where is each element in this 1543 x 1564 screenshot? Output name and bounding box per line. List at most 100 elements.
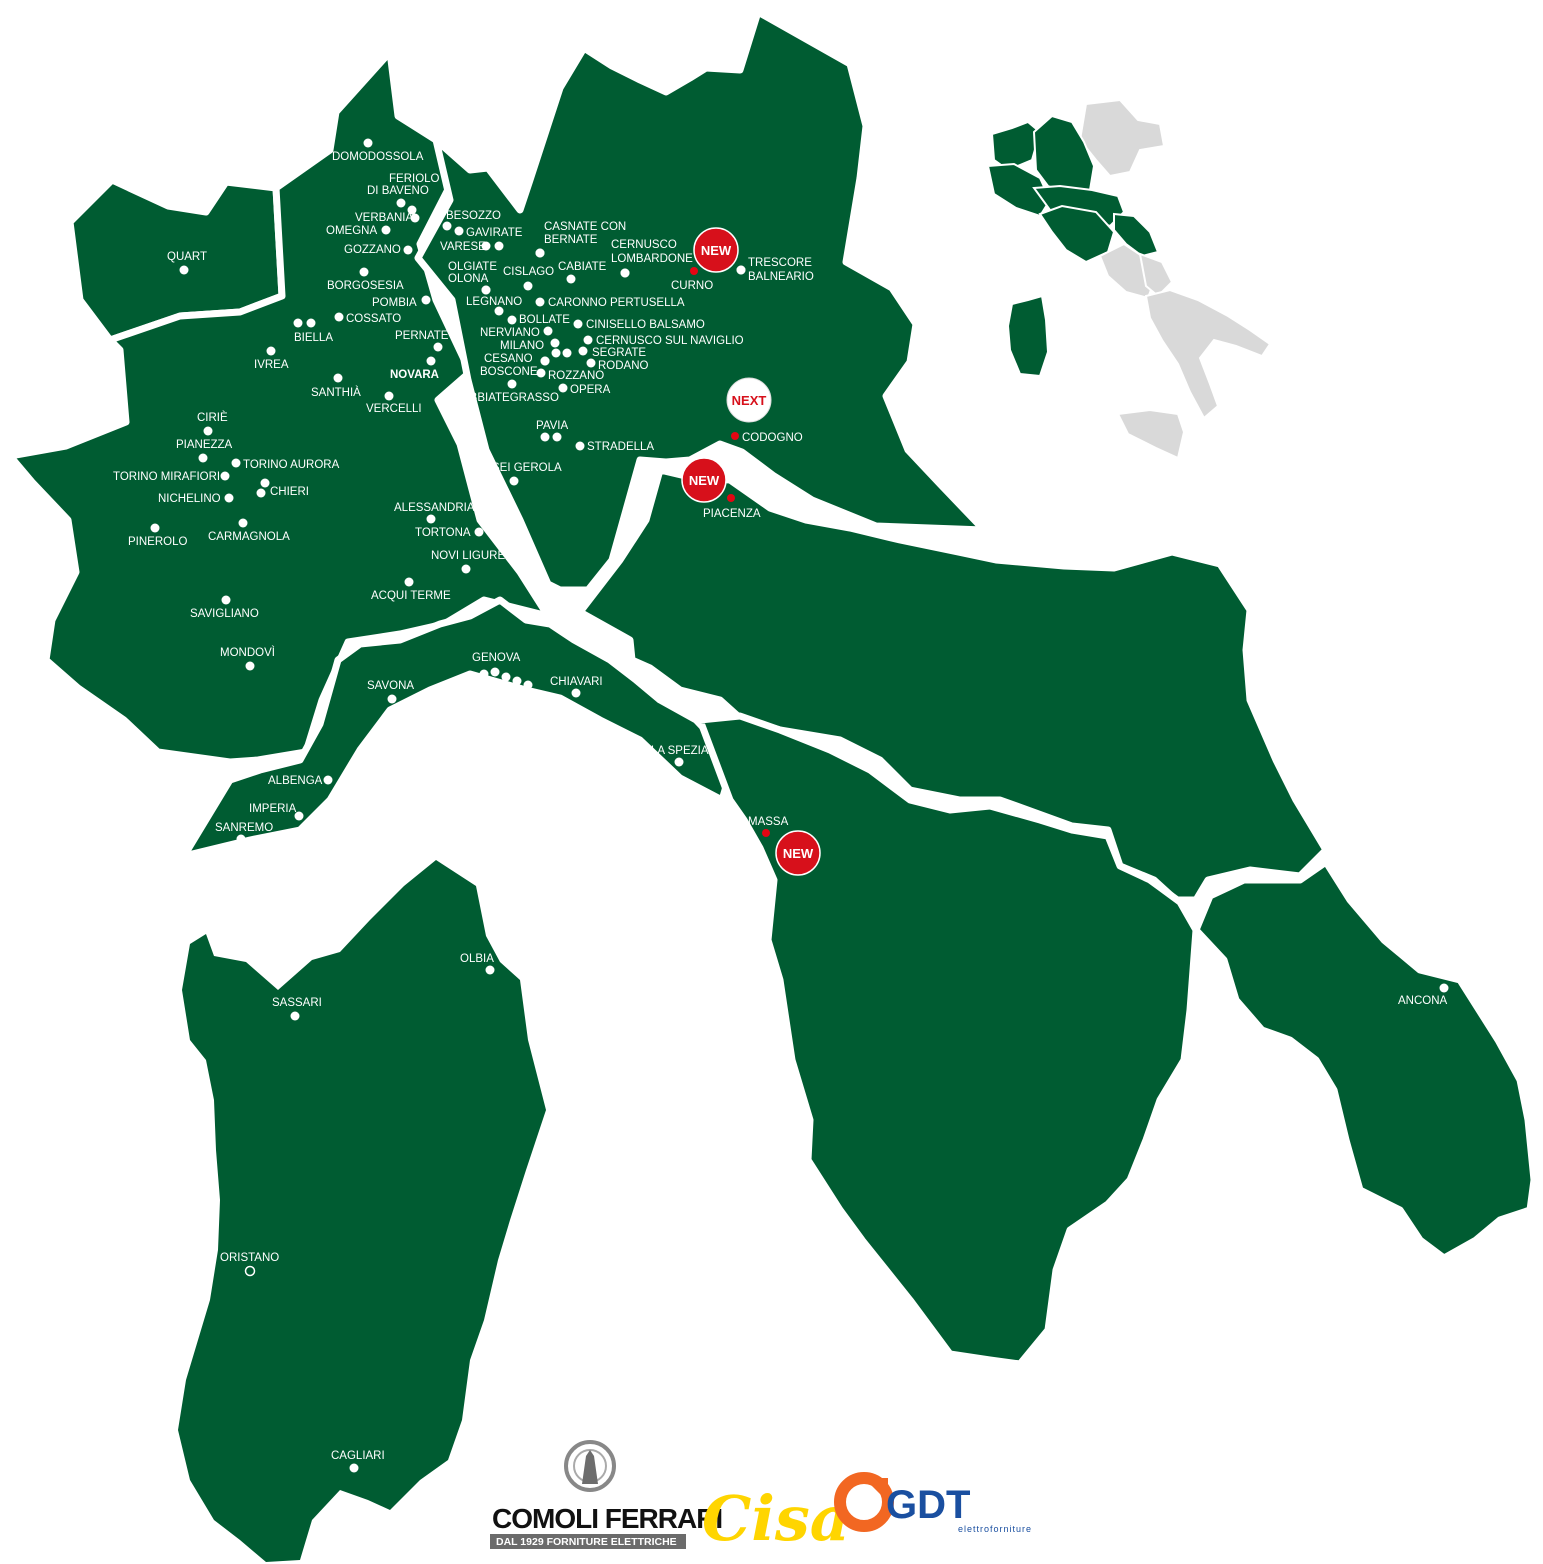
city-label: SASSARI [272,997,322,1009]
city-label: PIACENZA [703,508,761,520]
city-label: DI BAVENO [367,185,429,197]
city-dot [461,564,471,574]
city-label: CERNUSCO SUL NAVIGLIO [596,335,744,347]
city-label: BOLLATE [519,314,570,326]
city-label: CASEI GEROLA [476,462,562,474]
comoli-ferrari-emblem-icon [564,1440,616,1492]
city-label: SAVIGLIANO [190,608,259,620]
city-dot [333,373,343,383]
city-dot [583,335,593,345]
city-label: NOVI LIGURE [431,550,505,562]
city-dot [236,834,246,844]
city-dot [586,358,596,368]
city-label: DOMODOSSOLA [332,151,424,163]
city-dot [433,342,443,352]
regions [6,8,1538,1562]
city-dot [571,688,581,698]
city-label: CERNUSCO [611,239,677,251]
city-dot [485,965,495,975]
city-label: CABIATE [558,261,607,273]
city-dot [244,1265,256,1277]
city-dot [550,338,560,348]
city-dot [474,527,484,537]
city-label: TRESCORE [748,257,812,269]
city-dot [349,1463,359,1473]
city-label: POMBIA [372,297,417,309]
city-label: CHIERI [270,486,309,498]
city-label: BESOZZO [446,210,501,222]
city-label: OLONA [448,273,489,285]
city-label: OLBIA [460,953,494,965]
city-dot [470,673,480,683]
city-label: MONDOVÌ [220,646,275,659]
city-label: CODOGNO [742,432,803,444]
city-dot [509,476,519,486]
city-label: NERVIANO [480,327,540,339]
city-label: OLGIATE [448,261,497,273]
city-dot [426,514,436,524]
city-label: VERCELLI [366,403,422,415]
city-dot [481,241,491,251]
city-dot [381,225,391,235]
city-label: BALNEARIO [748,271,814,283]
city-dot [512,676,522,686]
city-dot [334,312,344,322]
city-label: NOVARA [390,369,439,381]
region-lombardia [414,8,988,594]
city-label: LOMBARDONE [611,253,693,265]
city-label: ABBIATEGRASSO [462,392,559,404]
city-label: QUART [167,251,207,263]
city-dot [407,205,417,215]
city-dot [323,775,333,785]
gdt-subtitle: elettroforniture [958,1524,1032,1534]
city-dot [523,680,533,690]
city-label: GAVIRATE [466,227,523,239]
city-dot [479,669,489,679]
city-dot [387,694,397,704]
city-label: CISLAGO [503,266,554,278]
region-piemonte [6,48,552,766]
city-dot [198,453,208,463]
italy-inset-map [986,98,1272,460]
city-label: CAGLIARI [331,1450,385,1462]
gdt-name: GDT [886,1483,970,1527]
city-label: RODANO [598,360,649,372]
city-label: STRADELLA [587,441,654,453]
city-dot [363,138,373,148]
city-label: PERNATE [395,330,449,342]
city-label: LEGNANO [466,296,522,308]
new-badge-label: NEW [783,846,814,861]
new-badge-label: NEW [701,243,732,258]
city-dot [731,432,739,440]
city-dot [260,478,270,488]
city-label: SANREMO [215,822,273,834]
city-label: SANTHIÀ [311,386,361,399]
city-dot [540,432,550,442]
next-badge [726,377,772,423]
city-dot [454,226,464,236]
city-dot [736,265,746,275]
city-label: OPERA [570,384,611,396]
city-label: BOSCONE [480,366,538,378]
city-dot [536,368,546,378]
new-badge [681,457,727,503]
region-marche [1192,858,1538,1262]
city-label: ACQUI TERME [371,590,451,602]
city-dot [507,315,517,325]
city-label: CARONNO PERTUSELLA [548,297,685,309]
city-dot [494,241,504,251]
city-label: FERIOLO [389,173,440,185]
city-label: PAVIA [536,420,568,432]
city-dot [1439,983,1449,993]
city-label: LA SPEZIA [651,745,709,757]
city-label: CESANO [484,353,533,365]
city-label: NICHELINO [158,493,221,505]
city-dot [179,265,189,275]
city-dot [396,198,406,208]
city-label: GOZZANO [344,244,401,256]
new-badge [693,227,739,273]
city-dot [245,661,255,671]
city-dot [426,356,436,366]
